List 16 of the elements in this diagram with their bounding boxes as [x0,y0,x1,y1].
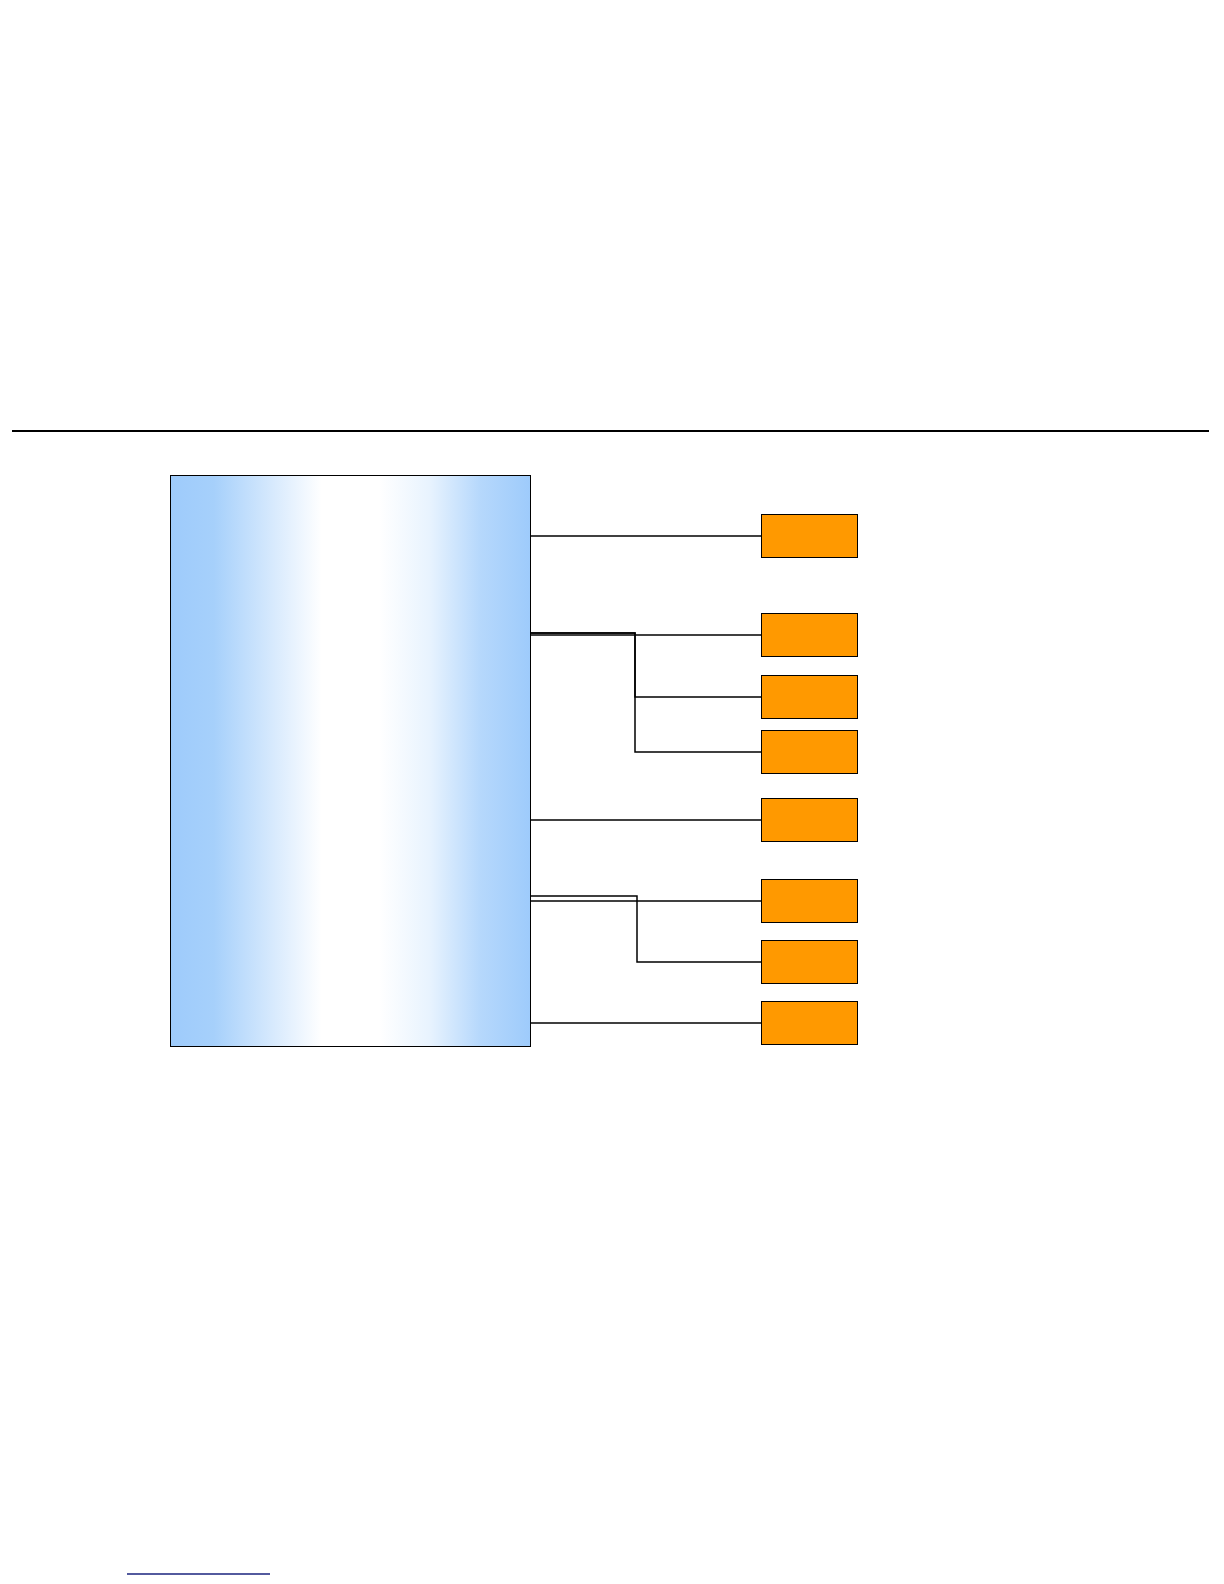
connector-line [530,819,762,821]
block-box [170,475,531,1047]
output-box [761,940,858,984]
connector-line [530,632,762,753]
output-box [761,730,858,774]
connector-line [530,535,762,537]
output-box [761,1001,858,1045]
output-box [761,613,858,657]
output-box [761,675,858,719]
connector-line [530,895,762,963]
output-box [761,798,858,842]
connector-line [530,900,762,902]
connector-line [530,1022,762,1024]
output-box [761,514,858,558]
connector-line [530,634,762,636]
output-box [761,879,858,923]
